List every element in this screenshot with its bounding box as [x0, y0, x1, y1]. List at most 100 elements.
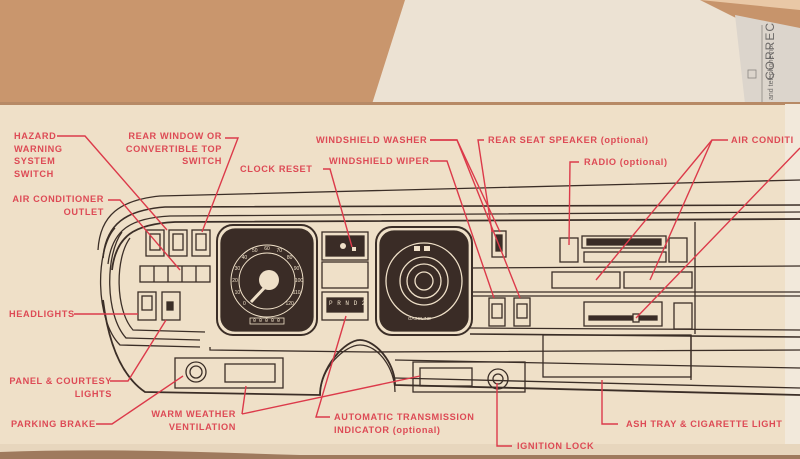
wiper-switch-housing: [488, 297, 506, 327]
radio-dial-window: [586, 238, 662, 246]
parking-brake-knob-inner: [189, 365, 203, 379]
label-air-outlet: AIR CONDITIONER OUTLET: [6, 193, 104, 218]
left-pod-outline-1: [99, 227, 201, 348]
warning-lamp-right: [424, 246, 430, 251]
leader-auto-trans: [315, 315, 347, 418]
air-outlet-switch: [172, 233, 184, 251]
speedometer-tick-label: 20: [232, 278, 238, 284]
label-warm-weather: WARM WEATHER VENTILATION: [148, 408, 236, 433]
label-panel-courtesy-line: PANEL & COURTESY: [9, 376, 112, 386]
speedometer-hub: [259, 270, 279, 290]
panel-lights-switch-housing: [161, 291, 181, 321]
warning-lamp-left: [414, 246, 420, 251]
cluster-ring-inner: [406, 263, 442, 299]
rear-window-switch-housing: [191, 229, 211, 257]
left-pod-outline-3: [118, 237, 206, 333]
label-clock-reset: CLOCK RESET: [240, 164, 313, 174]
ignition-lock-outer: [487, 368, 509, 390]
label-windshield-wiper: WINDSHIELD WIPER: [329, 156, 430, 166]
wood-grain-area: [0, 0, 405, 104]
lower-trim-line: [209, 347, 800, 353]
label-ash-tray: ASH TRAY & CIGARETTE LIGHT: [626, 419, 783, 429]
label-warm-weather-line: VENTILATION: [168, 421, 236, 432]
dash-top-line-3: [107, 211, 800, 265]
steering-column-arc: [319, 344, 396, 396]
gear-indicator-window: [326, 297, 364, 313]
label-hazard: HAZARD WARNING SYSTEM SWITCH: [14, 130, 63, 180]
leader-lines: [57, 135, 800, 447]
speedometer-tick-label: 100: [294, 278, 304, 284]
label-hazard-line: SWITCH: [14, 168, 54, 179]
headlight-switch-housing: [137, 291, 157, 321]
tissue-paper: [372, 0, 800, 104]
speedometer-tick-label: 30: [234, 265, 241, 272]
leader-washer-2: [430, 139, 521, 299]
correction-card-subtitle: and telephone no.: [768, 43, 775, 100]
label-rear-window-line: CONVERTIBLE TOP: [125, 143, 222, 154]
label-hazard-line: SYSTEM: [14, 156, 56, 166]
leader-parking-brake: [96, 375, 184, 425]
leader-panel-lights: [110, 319, 167, 382]
label-hazard-line: HAZARD: [14, 131, 57, 141]
leader-ignition: [496, 383, 512, 447]
ac-vent-left: [551, 271, 621, 289]
speedometer-tick-label: 90: [293, 265, 300, 272]
lower-dash-edge: [102, 299, 800, 396]
speedometer-tick-label: 120: [285, 300, 294, 307]
label-hazard-line: WARNING: [14, 143, 63, 154]
label-windshield-washer: WINDSHIELD WASHER: [316, 135, 428, 145]
left-pod-outline-2: [109, 231, 201, 341]
cluster-ring-outer: [385, 242, 463, 320]
lower-trim-line-3: [394, 377, 800, 389]
headlight-switch: [141, 295, 153, 311]
lower-left-panel: [174, 357, 284, 389]
wiper2-switch-housing: [513, 297, 531, 327]
gauge-cluster-face: [379, 230, 469, 332]
rear-window-switch: [195, 233, 207, 251]
label-ignition-lock: IGNITION LOCK: [517, 441, 595, 451]
label-radio: RADIO (optional): [584, 157, 668, 167]
warm-vent-right: [419, 367, 473, 387]
speedometer-ring-outer: [230, 244, 304, 318]
odometer-text: 0 0 0 0 0: [253, 318, 281, 324]
label-rear-window-line: REAR WINDOW OR: [128, 131, 222, 141]
speedometer-tick-label: 80: [286, 255, 293, 262]
leader-rear-speaker: [477, 139, 493, 233]
wiper-switch: [491, 303, 503, 319]
label-auto-trans-line: AUTOMATIC TRANSMISSION: [334, 412, 475, 422]
odometer-window: [249, 317, 285, 325]
clock-hub: [340, 243, 346, 249]
label-rear-seat-speaker: REAR SEAT SPEAKER (optional): [488, 135, 649, 145]
ac-fan-switch: [673, 302, 693, 330]
dash-top-line-4: [111, 218, 800, 271]
washer-switch: [495, 234, 503, 252]
cluster-ring-center: [414, 271, 434, 291]
leader-air-outlet: [108, 199, 181, 271]
dashboard-drawing: [97, 179, 800, 396]
center-blank-panel: [321, 261, 369, 289]
panel-lights-thumbwheel: [166, 301, 174, 311]
dash-top-line-1: [97, 179, 800, 251]
leader-hazard: [57, 135, 168, 231]
speedometer-tick-label: 70: [276, 248, 283, 255]
leader-ac-3: [635, 147, 800, 319]
label-warm-weather-line: WARM WEATHER: [151, 409, 236, 419]
leader-wiper: [430, 160, 495, 299]
air-outlet-vent: [139, 265, 211, 283]
leader-radio: [568, 161, 579, 246]
leader-ash-tray: [601, 380, 618, 425]
cluster-ring-mid: [399, 256, 449, 306]
speedometer-tick-label: 60: [264, 246, 270, 252]
ac-slider-track: [588, 315, 658, 321]
speedometer-tick-label: 10: [234, 290, 241, 297]
lower-trim-line-2: [394, 359, 800, 369]
air-outlet-switch-housing: [168, 229, 188, 257]
parking-brake-knob-outer: [185, 361, 207, 383]
label-auto-trans: AUTOMATIC TRANSMISSION INDICATOR (option…: [334, 411, 474, 436]
rail-4: [469, 327, 800, 331]
clock-reset-knob: [352, 247, 356, 251]
leader-ac-2: [649, 139, 713, 281]
label-parking-brake: PARKING BRAKE: [11, 419, 96, 429]
correction-card: [735, 15, 800, 104]
ac-control-panel: [583, 301, 663, 327]
